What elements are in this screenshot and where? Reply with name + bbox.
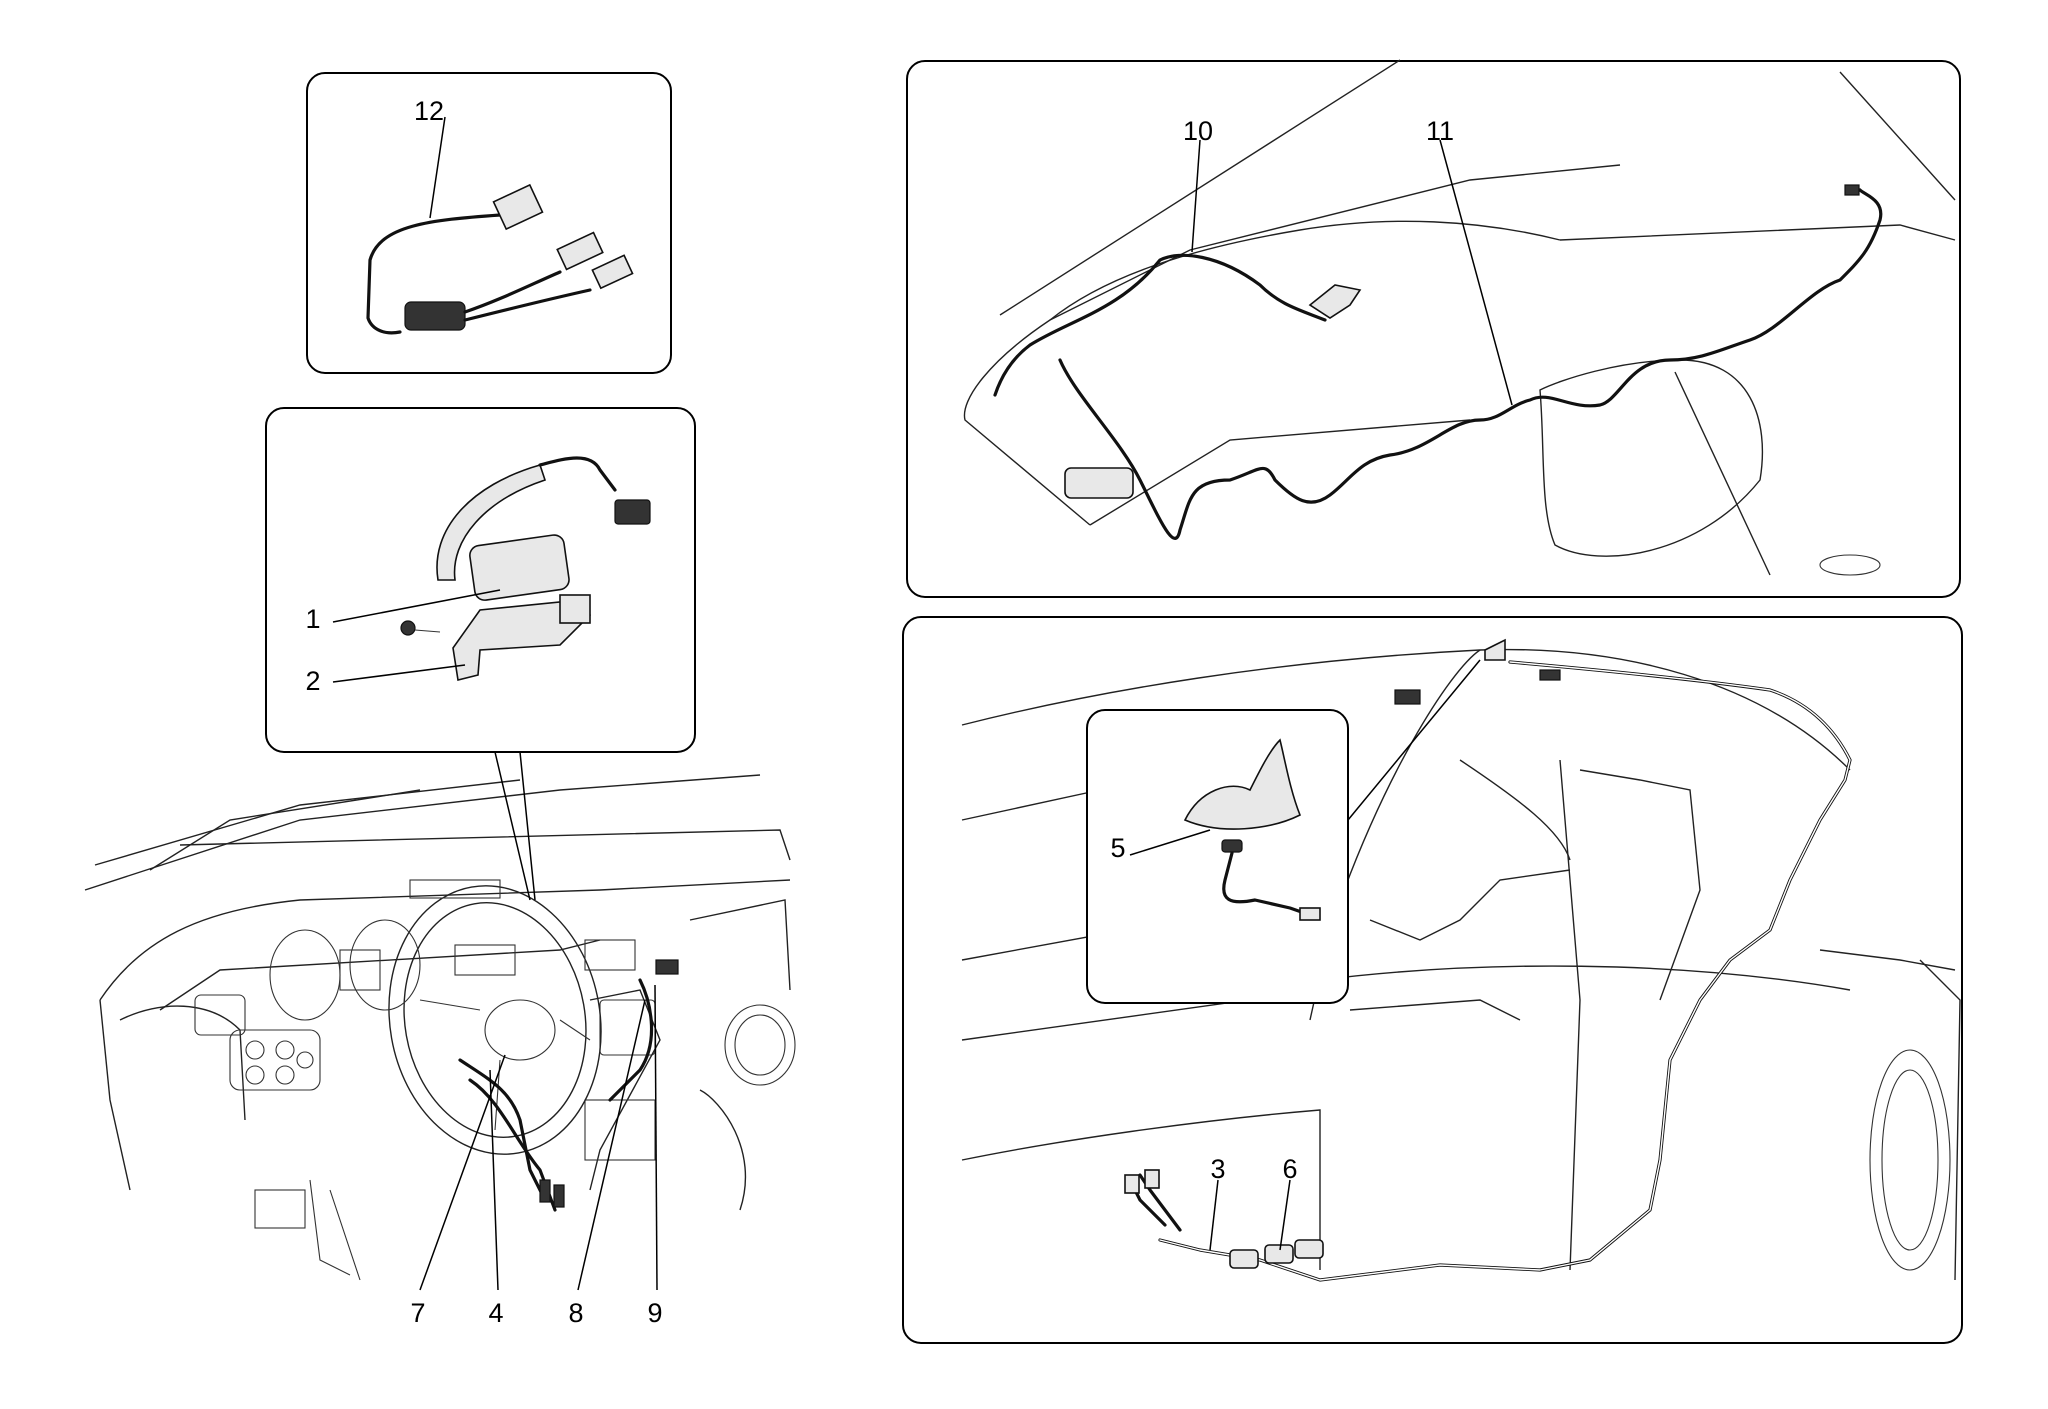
callout-3: 3 xyxy=(1210,1154,1225,1184)
callout-5: 5 xyxy=(1110,833,1125,863)
callout-9: 9 xyxy=(647,1298,662,1328)
panel-usb-cable: 12 xyxy=(306,72,672,374)
callout-2: 2 xyxy=(305,666,320,696)
callout-6: 6 xyxy=(1282,1154,1297,1184)
callout-4: 4 xyxy=(488,1298,503,1328)
callout-11: 11 xyxy=(1426,116,1454,146)
dashboard-illustration xyxy=(84,774,796,1281)
panel-car-harness: 5 3 6 xyxy=(902,616,1963,1344)
panel-gps-module: 1 2 xyxy=(265,407,696,753)
dashboard-callouts: 7 4 8 9 xyxy=(410,984,663,1328)
callout-7: 7 xyxy=(410,1298,425,1328)
callout-1: 1 xyxy=(305,604,320,634)
callout-12: 12 xyxy=(414,96,444,126)
callout-10: 10 xyxy=(1183,116,1213,146)
panel-roof-antenna-harness: 10 11 xyxy=(906,59,1961,598)
callout-8: 8 xyxy=(568,1298,583,1328)
